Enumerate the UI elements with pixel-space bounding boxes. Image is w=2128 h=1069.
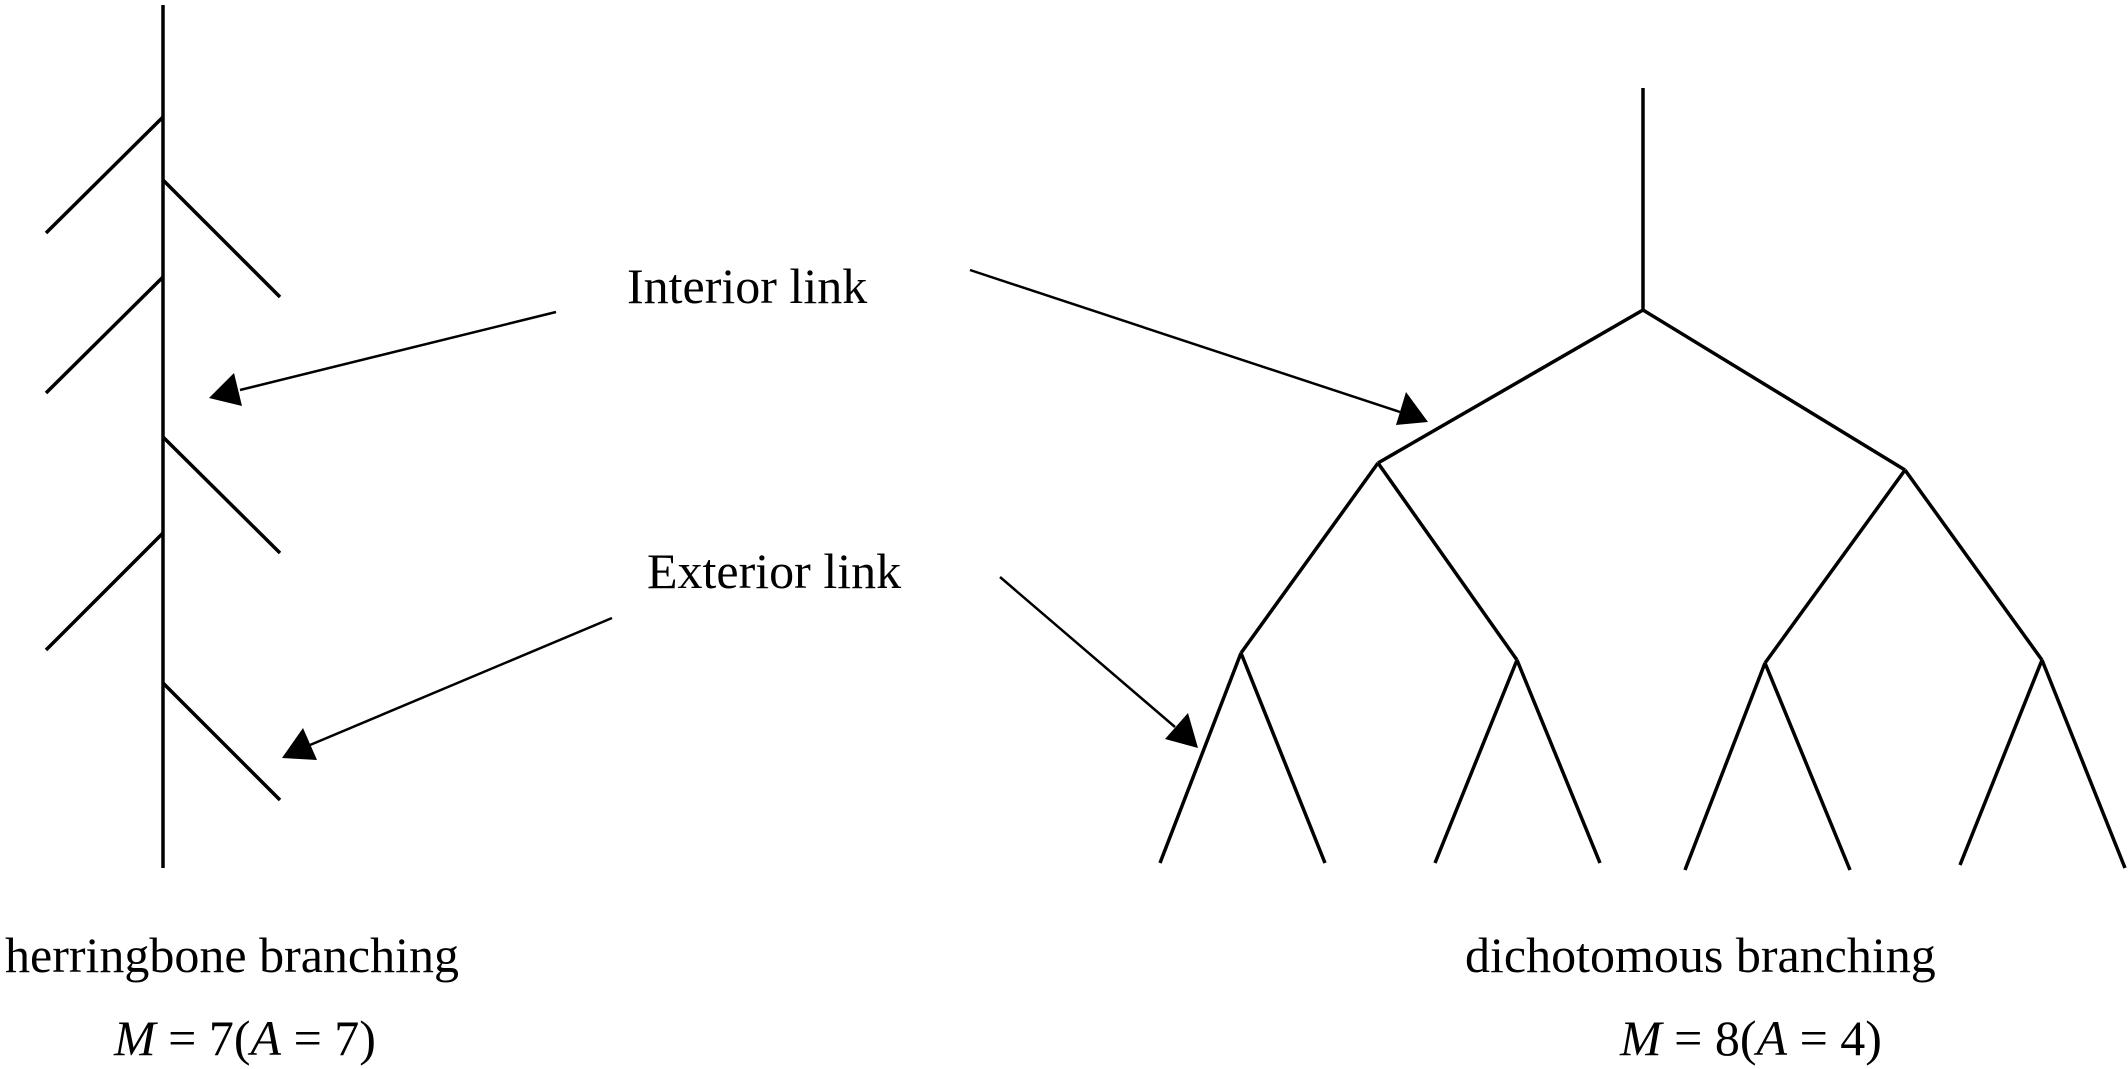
herringbone-branch-right-2	[161, 435, 282, 555]
dichotomous-exterior-8	[2040, 659, 2127, 869]
dichotomous-link-r2a	[1763, 468, 1907, 665]
herringbone-formula: M = 7(A = 7)	[113, 1010, 376, 1066]
herringbone-branch-right-1	[161, 178, 282, 299]
dichotomous-exterior-6	[1763, 662, 1852, 871]
dichotomous-formula: M = 8(A = 4)	[1619, 1010, 1882, 1066]
dichotomous-link-l2b	[1376, 461, 1519, 662]
interior-link-arrow-right	[969, 268, 1428, 425]
herringbone-title: herringbone branching	[5, 927, 459, 983]
dichotomous-exterior-3	[1433, 659, 1519, 864]
herringbone-branch-left-1	[44, 115, 165, 235]
exterior-link-label: Exterior link	[647, 543, 901, 599]
herringbone-branch-right-3	[161, 681, 282, 802]
herringbone-branch-left-3	[44, 531, 165, 652]
interior-link-arrow-left	[209, 310, 557, 406]
herringbone-network	[44, 5, 282, 868]
dichotomous-network	[1158, 88, 2127, 871]
dichotomous-link-l1	[1377, 308, 1644, 465]
interior-link-label: Interior link	[627, 258, 867, 314]
annotation-arrows	[209, 268, 1428, 760]
dichotomous-exterior-4	[1515, 659, 1602, 864]
dichotomous-exterior-2	[1239, 652, 1327, 864]
dichotomous-link-l2a	[1239, 461, 1380, 655]
exterior-link-arrow-left	[282, 616, 613, 760]
dichotomous-exterior-1	[1158, 652, 1243, 864]
dichotomous-title: dichotomous branching	[1465, 927, 1936, 983]
exterior-link-arrow-right	[999, 576, 1198, 748]
dichotomous-exterior-7	[1958, 659, 2044, 866]
herringbone-branch-left-2	[44, 275, 165, 395]
dichotomous-exterior-5	[1683, 662, 1767, 871]
dichotomous-link-r1	[1642, 308, 1906, 472]
dichotomous-link-r2b	[1903, 468, 2044, 662]
